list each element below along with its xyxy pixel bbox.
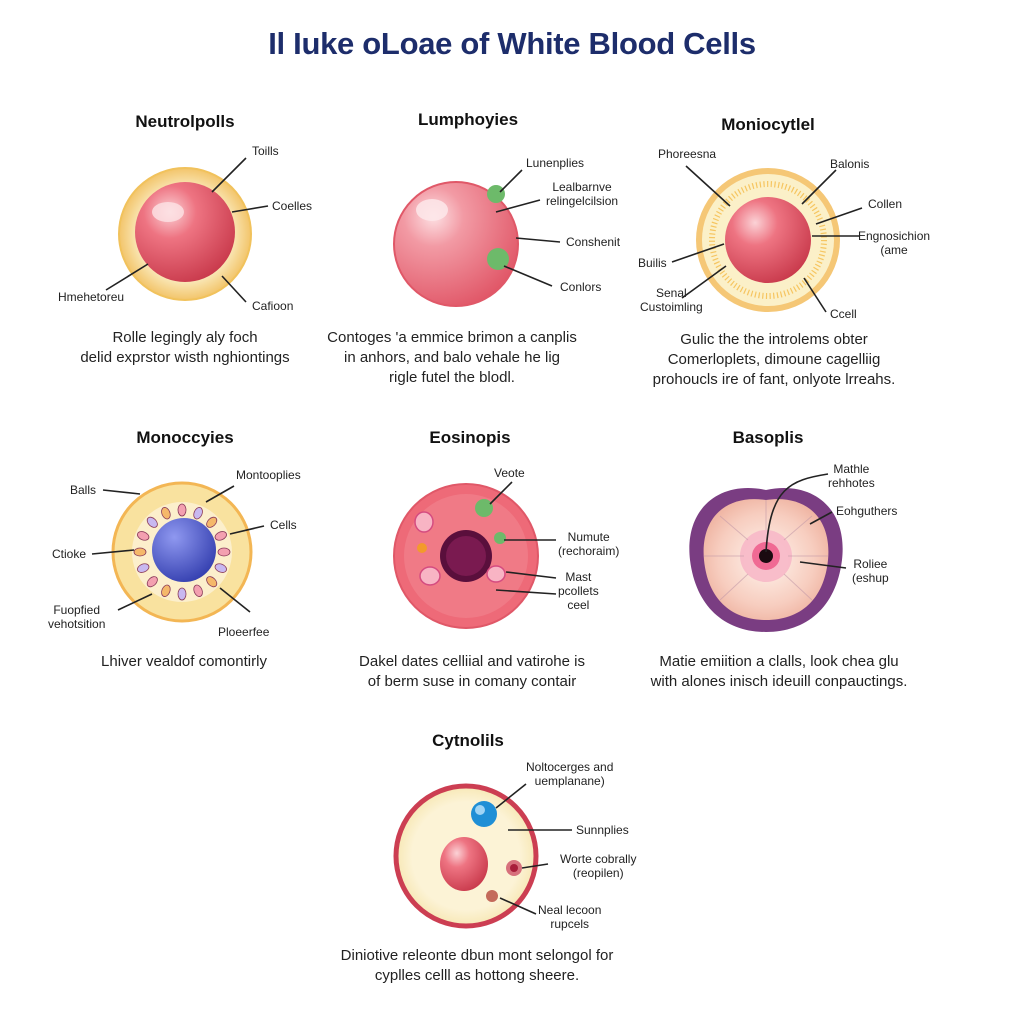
description-lymphocyte: Contoges 'a emmice brimon a canplis in a… (327, 329, 577, 386)
granule (133, 547, 147, 557)
label-toills: Toills (252, 144, 279, 158)
label-roliee: Roliee (eshup (852, 557, 889, 585)
label-phoreesna: Phoreesna (658, 147, 717, 161)
cell-title-neutrophil: Neutrolpolls (135, 112, 235, 131)
label-cells: Cells (270, 518, 297, 532)
label-lunenplies: Lunenplies (526, 156, 585, 170)
label-fuopfied: Fuopfied vehotsition (48, 603, 106, 631)
label-collen: Collen (868, 197, 903, 211)
label-mathle: Mathle rehhotes (828, 462, 875, 490)
label-ctioke: Ctioke (52, 547, 87, 561)
granule (146, 516, 158, 528)
description-basophil: Matie emiition a clalls, look chea glu w… (650, 653, 908, 690)
description-monocyte-granular: Lhiver vealdof comontirly (101, 653, 267, 670)
label-sunnplies: Sunnplies (576, 823, 629, 837)
label-noltocerges: Noltocerges and uemplanane) (526, 760, 614, 788)
granule (214, 563, 227, 573)
label-neal-lecoon: Neal lecoon rupcels (538, 903, 602, 931)
description-neutrophil: Rolle legingly aly foch delid exprstor w… (80, 329, 290, 366)
description-monocyte-top: Gulic the the introlems obter Comerlople… (652, 331, 896, 388)
granule (161, 507, 171, 520)
description-eosinophil: Dakel dates celliial and vatirohe is of … (359, 653, 585, 690)
label-builis: Builis (638, 256, 667, 270)
label-eohguthers: Eohguthers (836, 504, 898, 518)
granule (193, 584, 203, 597)
cell-title-lymphocyte: Lumphoyies (417, 110, 519, 129)
neutrophil-cell (118, 167, 252, 301)
label-balonis: Balonis (830, 157, 870, 171)
cell-title-cytnolil: Cytnolils (432, 731, 504, 750)
cell-title-basophil: Basoplis (732, 428, 804, 447)
label-ccell: Ccell (830, 307, 857, 321)
label-ploeerfee: Ploeerfee (218, 625, 270, 639)
monocyte-top-cell (696, 168, 840, 312)
label-engnosichion: Engnosichion (ame (858, 229, 931, 257)
granule (137, 563, 150, 573)
granule (206, 516, 218, 528)
granule (146, 576, 158, 588)
cell-title-monocyte-top: Moniocytlel (721, 115, 815, 134)
granule (137, 531, 150, 541)
label-montooplies: Montooplies (236, 468, 301, 482)
granule (161, 584, 171, 597)
granule (193, 507, 203, 520)
lymphocyte-cell (393, 181, 519, 307)
label-coelles: Coelles (272, 199, 313, 213)
cell-title-eosinophil: Eosinopis (429, 428, 511, 447)
granule (206, 576, 218, 588)
label-conshenit: Conshenit (566, 235, 621, 249)
label-mast: Mast pcollets ceel (558, 570, 599, 612)
label-hmehetoreu: Hmehetoreu (58, 290, 125, 304)
cytnolil-cell (393, 783, 539, 929)
label-worte-cobrally: Worte cobrally (reopilen) (560, 852, 637, 880)
label-balls: Balls (70, 483, 97, 497)
label-numute: Numute (rechoraim) (558, 530, 620, 558)
label-veote: Veote (494, 466, 525, 480)
label-conlors: Conlors (560, 280, 602, 294)
eosinophil-cell (393, 483, 539, 629)
label-senal: Senal Custoimling (640, 286, 703, 314)
granule (177, 587, 187, 601)
label-lealbarnve: Lealbarnve relingelcilsion (546, 180, 619, 208)
granule (217, 547, 231, 557)
basophil-cell (689, 487, 843, 632)
page-title: Il Iuke oLoae of White Blood Cells (268, 26, 756, 61)
granule (214, 531, 227, 541)
granule (177, 503, 187, 517)
cell-title-monocyte-granular: Monoccyies (136, 428, 234, 447)
label-cafioon: Cafioon (252, 299, 294, 313)
monocyte-granular-cell (111, 481, 253, 623)
description-cytnolil: Diniotive releonte dbun mont selongol fo… (340, 947, 614, 984)
